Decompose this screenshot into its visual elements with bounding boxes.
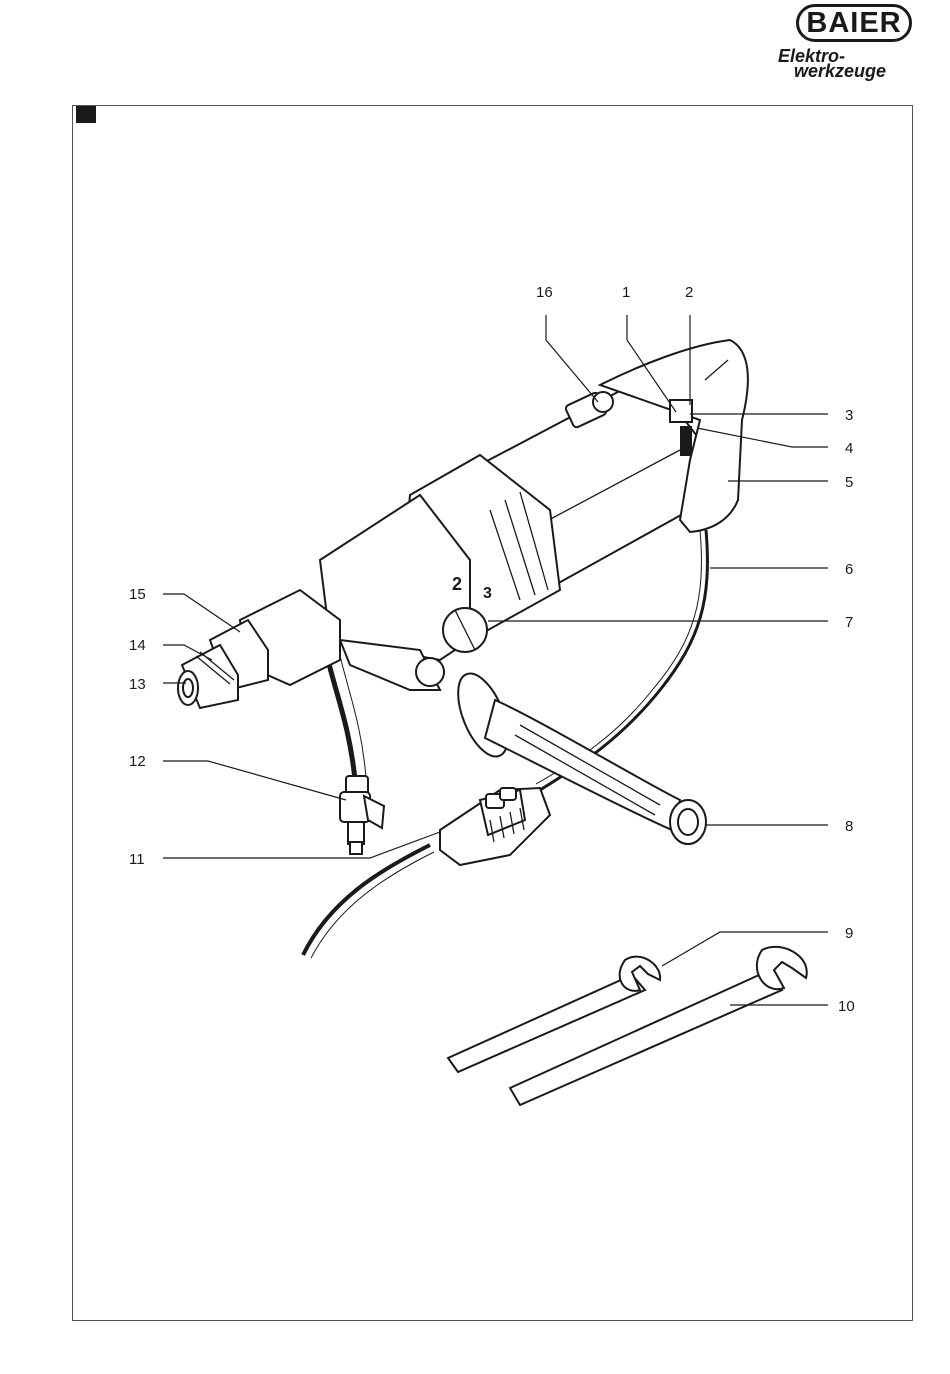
callout-10: 10 (838, 998, 855, 1015)
callout-14: 14 (129, 637, 146, 654)
callout-6: 6 (845, 561, 853, 578)
callout-16: 16 (536, 284, 553, 301)
callout-12: 12 (129, 753, 146, 770)
callout-8: 8 (845, 818, 853, 835)
prcd-switch (440, 788, 550, 865)
callout-9: 9 (845, 925, 853, 942)
callout-1: 1 (622, 284, 630, 301)
callout-11: 11 (129, 851, 145, 868)
callout-3: 3 (845, 407, 853, 424)
water-hose (328, 660, 355, 780)
drill-body: 2 3 (178, 340, 748, 708)
callout-13: 13 (129, 676, 146, 693)
supply-cable (303, 845, 430, 955)
svg-text:3: 3 (483, 585, 492, 602)
water-valve (340, 776, 384, 854)
callout-15: 15 (129, 586, 146, 603)
svg-text:2: 2 (452, 574, 462, 594)
callout-4: 4 (845, 440, 853, 457)
callout-7: 7 (845, 614, 853, 631)
callout-5: 5 (845, 474, 853, 491)
callout-2: 2 (685, 284, 693, 301)
